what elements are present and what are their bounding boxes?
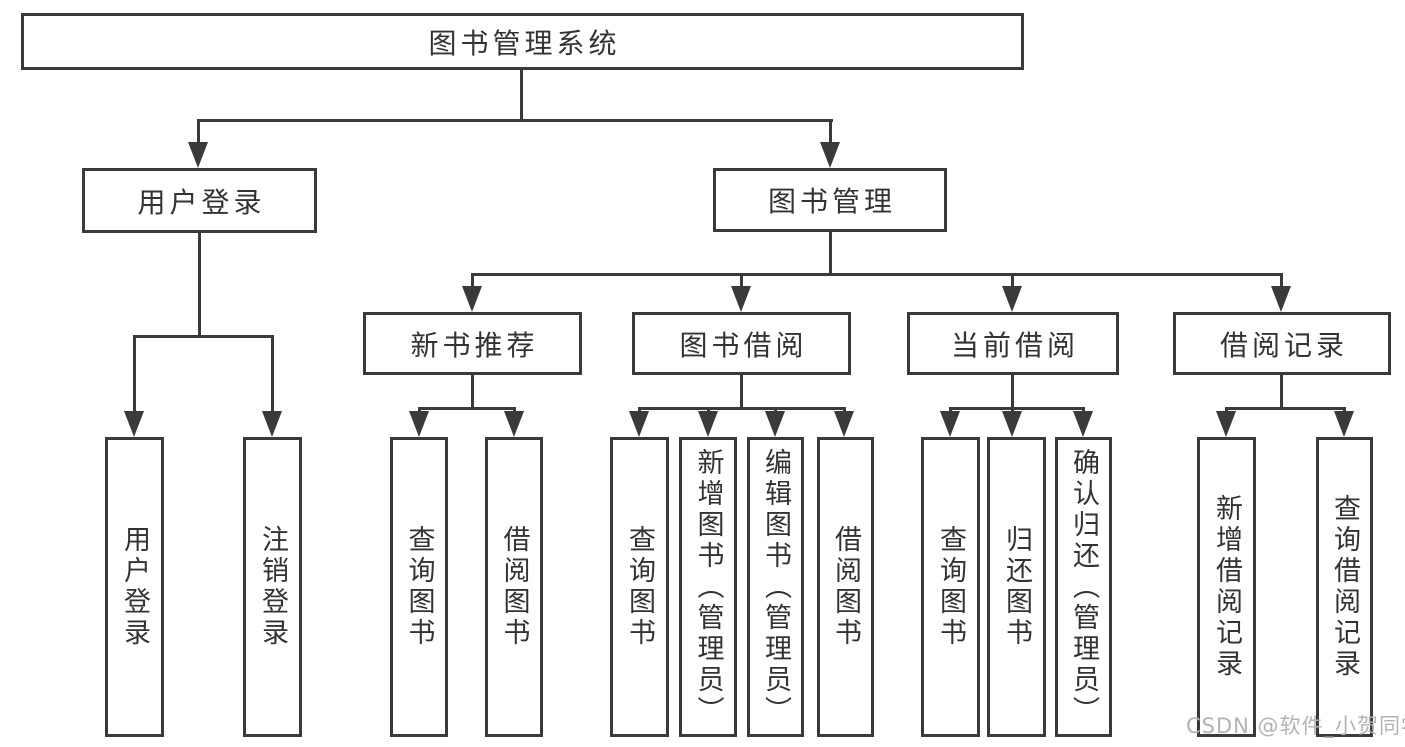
leaf-query-books: 查询图书 bbox=[610, 437, 669, 737]
edge-mgmt-stem bbox=[829, 232, 832, 276]
node-label: 图书管理 bbox=[767, 185, 896, 218]
arrowhead-bw-borrow bbox=[834, 411, 854, 437]
edge-borrowing-split bbox=[638, 407, 846, 410]
edge-login-split bbox=[133, 335, 274, 338]
arrowhead-rec-query bbox=[1334, 411, 1354, 437]
node-user-login: 用户登录 bbox=[82, 168, 317, 233]
leaf-label: 注销登录 bbox=[257, 525, 288, 649]
leaf-label: 确认归还（管理员） bbox=[1068, 447, 1099, 727]
leaf-query-books: 查询图书 bbox=[921, 437, 980, 737]
edge-level2-split bbox=[197, 119, 833, 122]
node-label: 当前借阅 bbox=[950, 328, 1079, 362]
arrowhead-borrowing bbox=[731, 286, 751, 312]
edge-records-stem bbox=[1280, 375, 1283, 410]
arrowhead-bw-add bbox=[698, 411, 718, 437]
node-label: 用户登录 bbox=[137, 185, 266, 219]
edge-current-split bbox=[949, 407, 1085, 410]
leaf-label: 归还图书 bbox=[1001, 525, 1032, 649]
edge-newbook-stem bbox=[471, 375, 474, 410]
leaf-user-login: 用户登录 bbox=[105, 437, 164, 737]
arrowhead-cur-query bbox=[940, 411, 960, 437]
node-borrowing-records: 借阅记录 bbox=[1173, 312, 1391, 375]
node-label: 借阅记录 bbox=[1219, 328, 1348, 362]
leaf-edit-books-admin: 编辑图书（管理员） bbox=[747, 437, 804, 737]
arrowhead-login bbox=[188, 142, 208, 168]
arrowhead-mgmt bbox=[820, 142, 840, 168]
arrowhead-nb-query bbox=[409, 411, 429, 437]
leaf-label: 查询图书 bbox=[624, 525, 655, 649]
csdn-watermark: CSDN @软件_小贺同学 bbox=[1186, 714, 1405, 738]
arrowhead-bw-query bbox=[629, 411, 649, 437]
leaf-query-books: 查询图书 bbox=[390, 437, 448, 737]
edge-borrowing-drop bbox=[740, 273, 743, 289]
node-label: 新书推荐 bbox=[410, 328, 539, 362]
leaf-label: 查询图书 bbox=[403, 525, 435, 649]
edge-records-drop bbox=[1280, 273, 1283, 289]
leaf-return-books: 归还图书 bbox=[987, 437, 1046, 737]
edge-current-stem bbox=[1011, 375, 1014, 410]
node-library-system: 图书管理系统 bbox=[21, 13, 1024, 70]
leaf-label: 用户登录 bbox=[119, 525, 150, 649]
edge-current-drop bbox=[1011, 273, 1014, 289]
edge-user-login-drop bbox=[133, 335, 136, 414]
edge-newbook-split bbox=[418, 407, 516, 410]
node-new-book-recommend: 新书推荐 bbox=[363, 312, 582, 375]
node-label: 图书管理系统 bbox=[428, 26, 621, 60]
leaf-label: 借阅图书 bbox=[830, 525, 861, 649]
leaf-label: 编辑图书（管理员） bbox=[760, 447, 791, 727]
edge-login-stem bbox=[198, 233, 201, 338]
arrowhead-rec-add bbox=[1216, 411, 1236, 437]
edge-records-split bbox=[1225, 407, 1346, 410]
edge-login-drop bbox=[197, 119, 200, 146]
arrowhead-records bbox=[1271, 286, 1291, 312]
edge-newbook-drop bbox=[471, 273, 474, 289]
edge-level3-split bbox=[471, 273, 1283, 276]
arrowhead-newbook bbox=[462, 286, 482, 312]
leaf-label: 新增图书（管理员） bbox=[692, 447, 724, 727]
edge-mgmt-drop bbox=[829, 119, 832, 146]
leaf-add-borrow-record: 新增借阅记录 bbox=[1197, 437, 1256, 737]
leaf-query-borrow-record: 查询借阅记录 bbox=[1316, 437, 1373, 737]
node-current-borrowing: 当前借阅 bbox=[907, 312, 1119, 375]
leaf-confirm-return-admin: 确认归还（管理员） bbox=[1055, 437, 1112, 737]
arrowhead-current bbox=[1002, 286, 1022, 312]
node-label: 图书借阅 bbox=[679, 328, 808, 362]
node-book-borrowing: 图书借阅 bbox=[632, 312, 851, 375]
leaf-logout: 注销登录 bbox=[243, 437, 302, 737]
leaf-borrow-books: 借阅图书 bbox=[485, 437, 543, 737]
leaf-label: 查询借阅记录 bbox=[1329, 494, 1360, 680]
arrowhead-cur-confirm bbox=[1073, 411, 1093, 437]
leaf-label: 查询图书 bbox=[935, 525, 966, 649]
arrowhead-logout bbox=[262, 411, 282, 437]
leaf-label: 借阅图书 bbox=[498, 525, 530, 649]
arrowhead-nb-borrow bbox=[504, 411, 524, 437]
arrowhead-cur-return bbox=[1002, 411, 1022, 437]
edge-borrowing-stem bbox=[740, 375, 743, 410]
leaf-borrow-books: 借阅图书 bbox=[817, 437, 874, 737]
leaf-add-books-admin: 新增图书（管理员） bbox=[679, 437, 737, 737]
edge-logout-drop bbox=[271, 335, 274, 414]
edge-root-stem bbox=[520, 70, 523, 122]
leaf-label: 新增借阅记录 bbox=[1211, 494, 1242, 680]
node-book-management: 图书管理 bbox=[713, 168, 947, 232]
arrowhead-bw-edit bbox=[765, 411, 785, 437]
arrowhead-user-login bbox=[124, 411, 144, 437]
